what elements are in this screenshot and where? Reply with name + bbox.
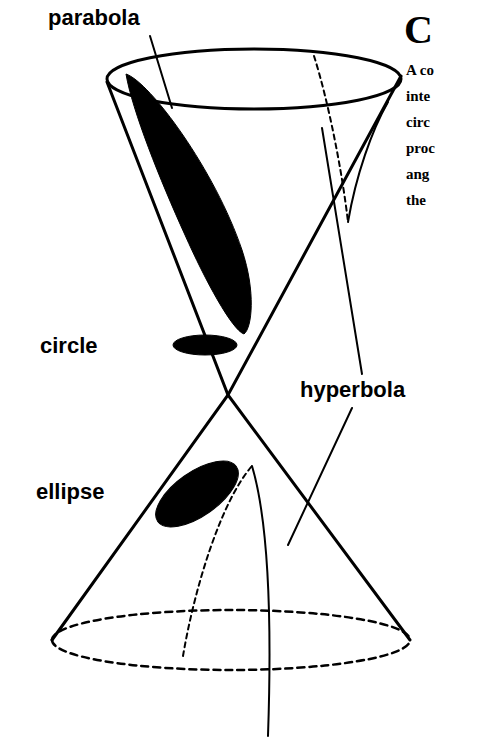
text-fragment: proc bbox=[406, 140, 435, 157]
hyperbola-branch bbox=[348, 102, 388, 222]
parabola-section bbox=[126, 74, 251, 334]
hyperbola-hidden bbox=[314, 56, 348, 222]
leader-line bbox=[322, 128, 362, 374]
lower-rim-front bbox=[52, 610, 410, 640]
cone-side bbox=[52, 76, 401, 640]
ellipse-section bbox=[145, 448, 249, 539]
hyperbola-branch bbox=[252, 466, 269, 736]
text-fragment: ang bbox=[406, 166, 429, 183]
section-label: parabola bbox=[48, 6, 140, 30]
section-label: hyperbola bbox=[300, 378, 405, 402]
text-fragment: A co bbox=[406, 62, 434, 79]
text-fragment: circ bbox=[406, 114, 430, 131]
cone-side bbox=[107, 82, 410, 640]
text-fragment: the bbox=[406, 192, 426, 209]
leader-line bbox=[288, 408, 352, 545]
section-label: ellipse bbox=[36, 480, 104, 504]
lower-rim-back bbox=[52, 640, 410, 670]
circle-section bbox=[173, 335, 237, 355]
text-fragment: inte bbox=[406, 88, 430, 105]
title-fragment: C bbox=[404, 8, 433, 52]
section-label: circle bbox=[40, 334, 98, 358]
